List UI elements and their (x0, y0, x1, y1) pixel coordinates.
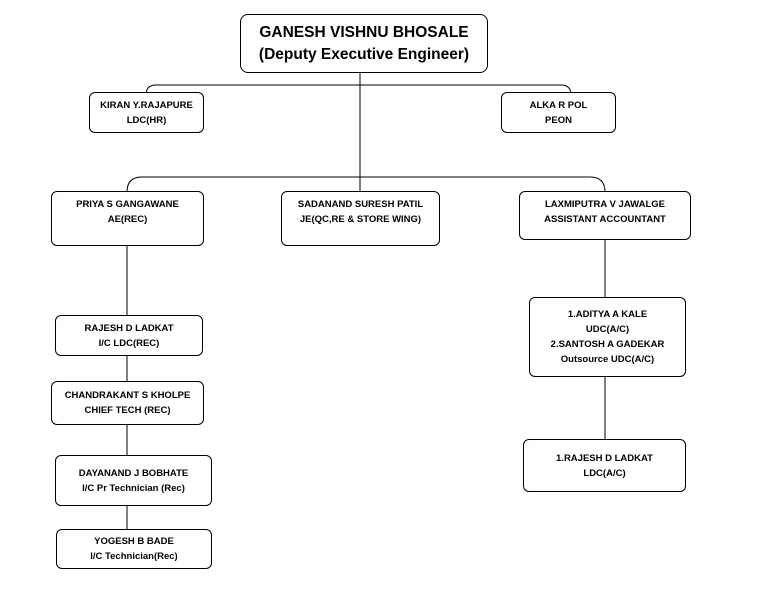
alka-name: ALKA R POL (529, 100, 588, 111)
node-yogesh: YOGESH B BADE I/C Technician(Rec) (56, 529, 212, 569)
rajesh-rec-role: I/C LDC(REC) (98, 337, 160, 349)
sadanand-role: JE(QC,RE & STORE WING) (299, 214, 422, 225)
kiran-name: KIRAN Y.RAJAPURE (100, 100, 193, 111)
sadanand-name: SADANAND SURESH PATIL (297, 199, 424, 210)
node-priya: PRIYA S GANGAWANE AE(REC) (51, 191, 204, 246)
priya-role: AE(REC) (107, 214, 148, 225)
rajesh-rec-name: RAJESH D LADKAT (84, 322, 174, 334)
alka-role: PEON (545, 115, 572, 126)
laxmiputra-name: LAXMIPUTRA V JAWALGE (545, 199, 665, 210)
yogesh-role: I/C Technician(Rec) (90, 551, 178, 562)
node-dayanand: DAYANAND J BOBHATE I/C Pr Technician (Re… (55, 455, 212, 506)
laxmiputra-role: ASSISTANT ACCOUNTANT (544, 214, 666, 225)
aditya-role: UDC(A/C) (585, 324, 630, 335)
node-sadanand: SADANAND SURESH PATIL JE(QC,RE & STORE W… (281, 191, 440, 246)
chandrakant-role: CHIEF TECH (REC) (84, 405, 171, 416)
santosh-name: 2.SANTOSH A GADEKAR (550, 339, 665, 350)
node-chandrakant: CHANDRAKANT S KHOLPE CHIEF TECH (REC) (51, 381, 204, 425)
node-aditya-santosh: 1.ADITYA A KALE UDC(A/C) 2.SANTOSH A GAD… (529, 297, 686, 377)
connector-staff-bus (145, 84, 572, 96)
priya-name: PRIYA S GANGAWANE (76, 199, 179, 210)
chandrakant-name: CHANDRAKANT S KHOLPE (64, 390, 191, 401)
connector-branch-bus (126, 176, 606, 193)
dayanand-name: DAYANAND J BOBHATE (78, 467, 189, 479)
root-title: (Deputy Executive Engineer) (258, 45, 470, 63)
aditya-name: 1.ADITYA A KALE (567, 309, 648, 320)
node-laxmiputra: LAXMIPUTRA V JAWALGE ASSISTANT ACCOUNTAN… (519, 191, 691, 240)
node-rajesh-ac: 1.RAJESH D LADKAT LDC(A/C) (523, 439, 686, 492)
node-root: GANESH VISHNU BHOSALE (Deputy Executive … (240, 14, 488, 73)
rajesh-ac-name: 1.RAJESH D LADKAT (556, 452, 653, 464)
santosh-role: Outsource UDC(A/C) (560, 354, 655, 365)
node-alka: ALKA R POL PEON (501, 92, 616, 133)
yogesh-name: YOGESH B BADE (94, 536, 174, 547)
root-name: GANESH VISHNU BHOSALE (259, 23, 469, 41)
dayanand-role: I/C Pr Technician (Rec) (82, 482, 185, 494)
rajesh-ac-role: LDC(A/C) (583, 467, 626, 479)
node-rajesh-rec: RAJESH D LADKAT I/C LDC(REC) (55, 315, 203, 356)
node-kiran: KIRAN Y.RAJAPURE LDC(HR) (89, 92, 204, 133)
kiran-role: LDC(HR) (126, 115, 167, 126)
